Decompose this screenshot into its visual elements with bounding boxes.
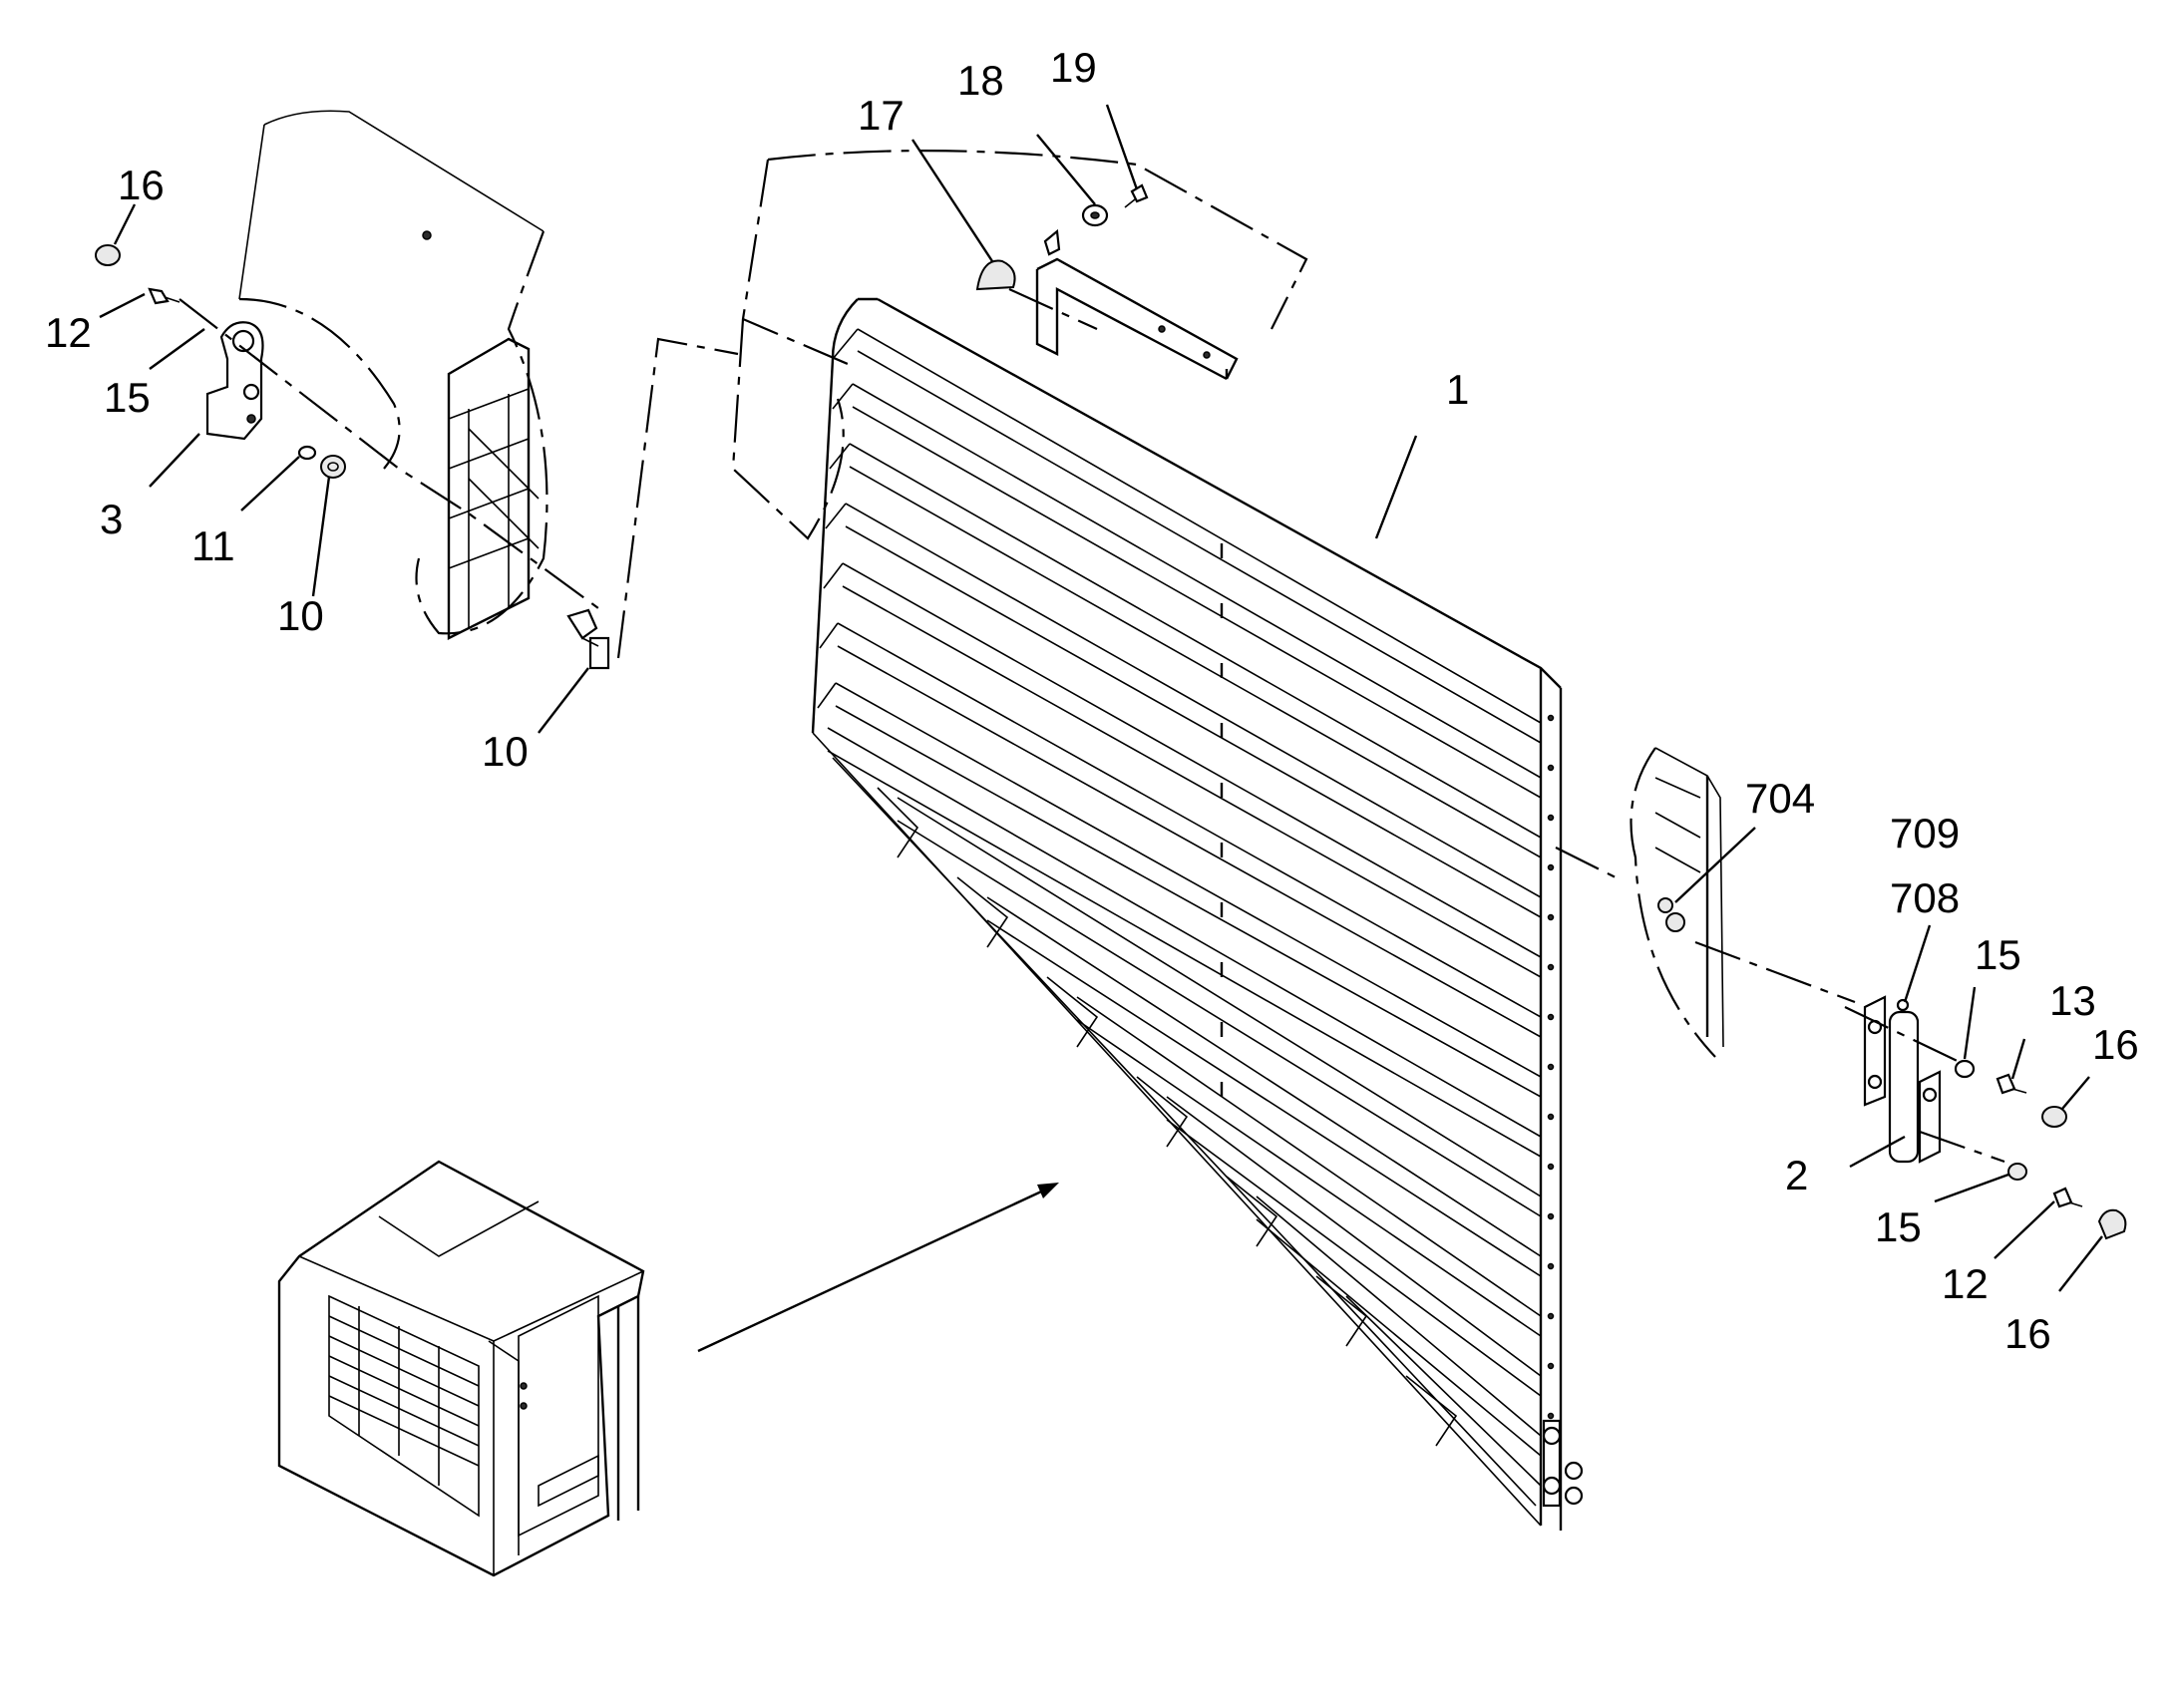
bolt-part-12-left (148, 287, 181, 305)
callout-12-right: 12 (1942, 1260, 1989, 1307)
cap-part-16-left (95, 244, 121, 266)
cap-part-16-right-bottom (2097, 1208, 2127, 1240)
bolt-part-12-right (2052, 1187, 2083, 1208)
latch-part-10 (566, 608, 610, 670)
callout-16-left: 16 (118, 162, 165, 208)
bracket-part-3 (205, 321, 264, 441)
cap-part-17 (975, 259, 1016, 291)
washer-part-18 (1081, 203, 1109, 227)
callout-1: 1 (1446, 366, 1469, 413)
callout-15-left: 15 (104, 374, 151, 421)
callout-17: 17 (858, 92, 905, 139)
callout-labels: 1 2 3 10 10 11 12 12 13 15 15 15 16 16 1… (45, 44, 2139, 1357)
assembly-line-left (179, 298, 599, 609)
callout-2: 2 (1785, 1152, 1808, 1198)
u-bracket (1035, 228, 1239, 381)
callout-13: 13 (2049, 977, 2096, 1024)
callout-3: 3 (100, 496, 123, 542)
inset-pointer-arrow (697, 1183, 1059, 1353)
washer-part-15-right-top (1954, 1059, 1976, 1079)
bolt-part-13 (1996, 1073, 2027, 1095)
callout-15-right-bottom: 15 (1875, 1203, 1922, 1250)
hinge-part-2 (1863, 995, 1942, 1164)
right-hinge-detail (1555, 747, 2005, 1164)
callout-19: 19 (1050, 44, 1097, 91)
callout-10-lower: 10 (482, 728, 529, 775)
frame-outline-dashed (731, 150, 1308, 540)
fasteners-top (975, 183, 1149, 331)
cap-part-16-right-top (2041, 1106, 2067, 1128)
panel-hinge (1542, 1419, 1584, 1508)
washer-part-15-right-bottom (2007, 1163, 2027, 1181)
louver-panel-part-1 (811, 297, 1584, 1531)
leader-lines (99, 104, 2103, 1292)
fasteners-right (1954, 1059, 2127, 1240)
fasteners-left (95, 244, 610, 670)
callout-16-right-top: 16 (2092, 1021, 2139, 1068)
louver-blades (817, 328, 1542, 1487)
callout-12-left: 12 (45, 309, 92, 356)
nut-part-10-left (320, 455, 346, 479)
left-side-panel-detail (238, 110, 548, 640)
callout-10-upper: 10 (277, 592, 324, 639)
callout-709: 709 (1890, 810, 1960, 856)
callout-16-right-bottom: 16 (2004, 1310, 2051, 1357)
callout-11: 11 (191, 522, 235, 569)
cab-overview-inset (277, 1160, 645, 1577)
rail-holes (1547, 714, 1555, 1470)
callout-15-right-top: 15 (1975, 931, 2021, 978)
callout-18: 18 (957, 57, 1004, 104)
assembly-line-latch (616, 337, 739, 659)
callout-708: 708 (1890, 874, 1960, 921)
washer-part-11 (297, 445, 317, 461)
callout-704: 704 (1745, 775, 1815, 822)
